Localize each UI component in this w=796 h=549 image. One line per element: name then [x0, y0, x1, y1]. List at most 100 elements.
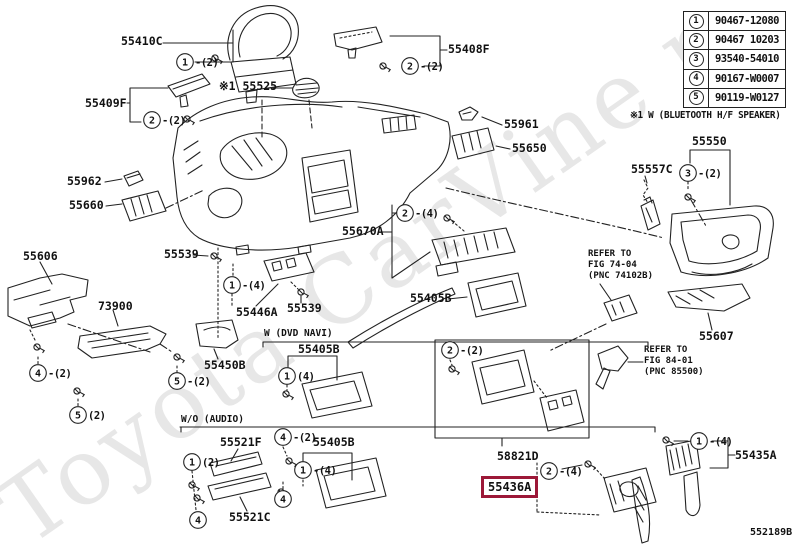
part-label-55408F: 55408F — [448, 42, 490, 56]
part-label-55405B-center: 55405B — [410, 291, 452, 305]
callout-number: 2 — [407, 61, 413, 72]
ref-note-line: (PNC 74102B) — [588, 271, 654, 281]
garnish-strip-drawing — [347, 287, 456, 349]
callout-number: 3 — [685, 168, 691, 179]
callout-count: -(2) — [48, 368, 71, 380]
callout-count: -(4) — [709, 436, 732, 448]
callout-count: -(2) — [698, 168, 721, 180]
callout-4: 4-(2) — [274, 428, 317, 446]
speaker-grille-55525-drawing — [292, 77, 320, 99]
legend-part-number: 90467 10203 — [714, 34, 780, 47]
callout-4: 4 -(2) — [29, 364, 72, 382]
bezel-55405B-audio-drawing — [315, 457, 387, 509]
legend-part-number: 90119-W0127 — [714, 91, 780, 104]
callout-1: 1 (2) — [183, 453, 220, 471]
part-label-55962: 55962 — [67, 174, 102, 188]
bluetooth-note: ※1 W (BLUETOOTH H/F SPEAKER) — [630, 110, 781, 121]
callout-count: (2) — [202, 457, 219, 469]
cover-55606-drawing — [7, 273, 89, 329]
callout-number: 2 — [149, 115, 155, 126]
vent-55660-drawing — [121, 190, 167, 222]
part-label-58821D: 58821D — [497, 449, 539, 463]
callout-number: 5 — [75, 410, 81, 421]
bezel-55405B-dvd-drawing — [301, 371, 373, 419]
assembly-dashed-lines — [29, 99, 707, 516]
bracket-55408F-drawing — [333, 26, 383, 59]
callout-number: 4 — [35, 368, 41, 379]
legend-part-number: 90167-W0007 — [714, 72, 780, 85]
part-label-55446A: 55446A — [236, 305, 278, 319]
callout-2: 2-(4) — [540, 462, 583, 480]
part-label-55539-left: 55539 — [164, 247, 199, 261]
ref-note-line: FIG 84-01 — [644, 356, 693, 366]
legend-num-cell: 3 — [684, 50, 709, 69]
duct-refer74-drawing — [603, 294, 638, 322]
part-label-55409F: 55409F — [85, 96, 127, 110]
circled-number-icon: 1 — [688, 13, 704, 29]
trim-55409F-drawing — [167, 73, 211, 108]
callout-number: 2 — [546, 466, 552, 477]
ref-note-line: REFER TO — [588, 249, 632, 259]
part-label-55660: 55660 — [69, 198, 104, 212]
callout-number: 2 — [402, 208, 408, 219]
legend-num-cell: 2 — [684, 31, 709, 50]
center-vent-assembly-drawing — [431, 227, 516, 277]
clip-55961-drawing — [458, 106, 479, 121]
part-label-55525: ※1 55525 — [219, 79, 278, 93]
vent-55650-drawing — [451, 127, 495, 160]
bezel-55405B-center-drawing — [467, 272, 527, 318]
part-label-55961: 55961 — [504, 117, 539, 131]
callout-number: 1 — [182, 57, 188, 68]
legend-part-number: 93540-54010 — [714, 53, 780, 66]
part-label-55550: 55550 — [692, 134, 727, 148]
bracket-55436A-drawing — [603, 467, 657, 513]
part-label-section-wo-audio: W/O (AUDIO) — [181, 414, 244, 425]
callout-2: 2-(4) — [396, 204, 439, 222]
callout-number: 1 — [300, 465, 306, 476]
callout-2: 2 -(2) — [401, 57, 444, 75]
callout-count: -(2) — [293, 432, 316, 444]
callout-number: 1 — [229, 280, 235, 291]
instrument-panel-drawing — [172, 96, 451, 256]
callout-5: 5-(2) — [168, 372, 211, 390]
cover-55607-drawing — [667, 283, 751, 312]
circled-number-icon: 3 — [688, 51, 704, 67]
callout-count: -(2) — [420, 61, 443, 73]
callout-number: 4 — [195, 515, 201, 526]
callout-1: 1 -(2) — [176, 53, 219, 71]
callout-count: -(2) — [460, 345, 483, 357]
legend-num-cell: 5 — [684, 88, 709, 107]
glovebox-door-55550-drawing — [669, 205, 774, 277]
part-label-55410C: 55410C — [121, 34, 163, 48]
bracket-55435A-drawing — [631, 439, 701, 544]
callout-number: 1 — [696, 436, 702, 447]
callout-number: 4 — [280, 494, 286, 505]
callout-count: -(2) — [195, 57, 218, 69]
sensor-55557C-drawing — [640, 196, 661, 231]
callout-number: 1 — [189, 457, 195, 468]
part-label-55435A: 55435A — [735, 448, 777, 462]
part-label-55606: 55606 — [23, 249, 58, 263]
callout-5: 5(2) — [69, 406, 106, 424]
legend-row: 2 90467 10203 — [684, 30, 785, 50]
part-label-section-dvd-navi: W (DVD NAVI) — [264, 328, 333, 339]
legend-row: 4 90167-W0007 — [684, 68, 785, 88]
callout-1: 1-(4) — [223, 276, 266, 294]
panel-73900-drawing — [77, 325, 167, 359]
part-label-55405B-audio: 55405B — [313, 435, 355, 449]
part-label-55670A: 55670A — [342, 224, 384, 238]
cluster-hood-55410C-drawing — [227, 5, 299, 104]
part-label-55557C: 55557C — [631, 162, 673, 176]
callout-number: 2 — [447, 345, 453, 356]
callout-3: 3 -(2) — [679, 164, 722, 182]
circled-number-icon: 4 — [688, 71, 704, 87]
ref-note-line: REFER TO — [644, 345, 688, 355]
strip-55521F-drawing — [209, 451, 263, 477]
